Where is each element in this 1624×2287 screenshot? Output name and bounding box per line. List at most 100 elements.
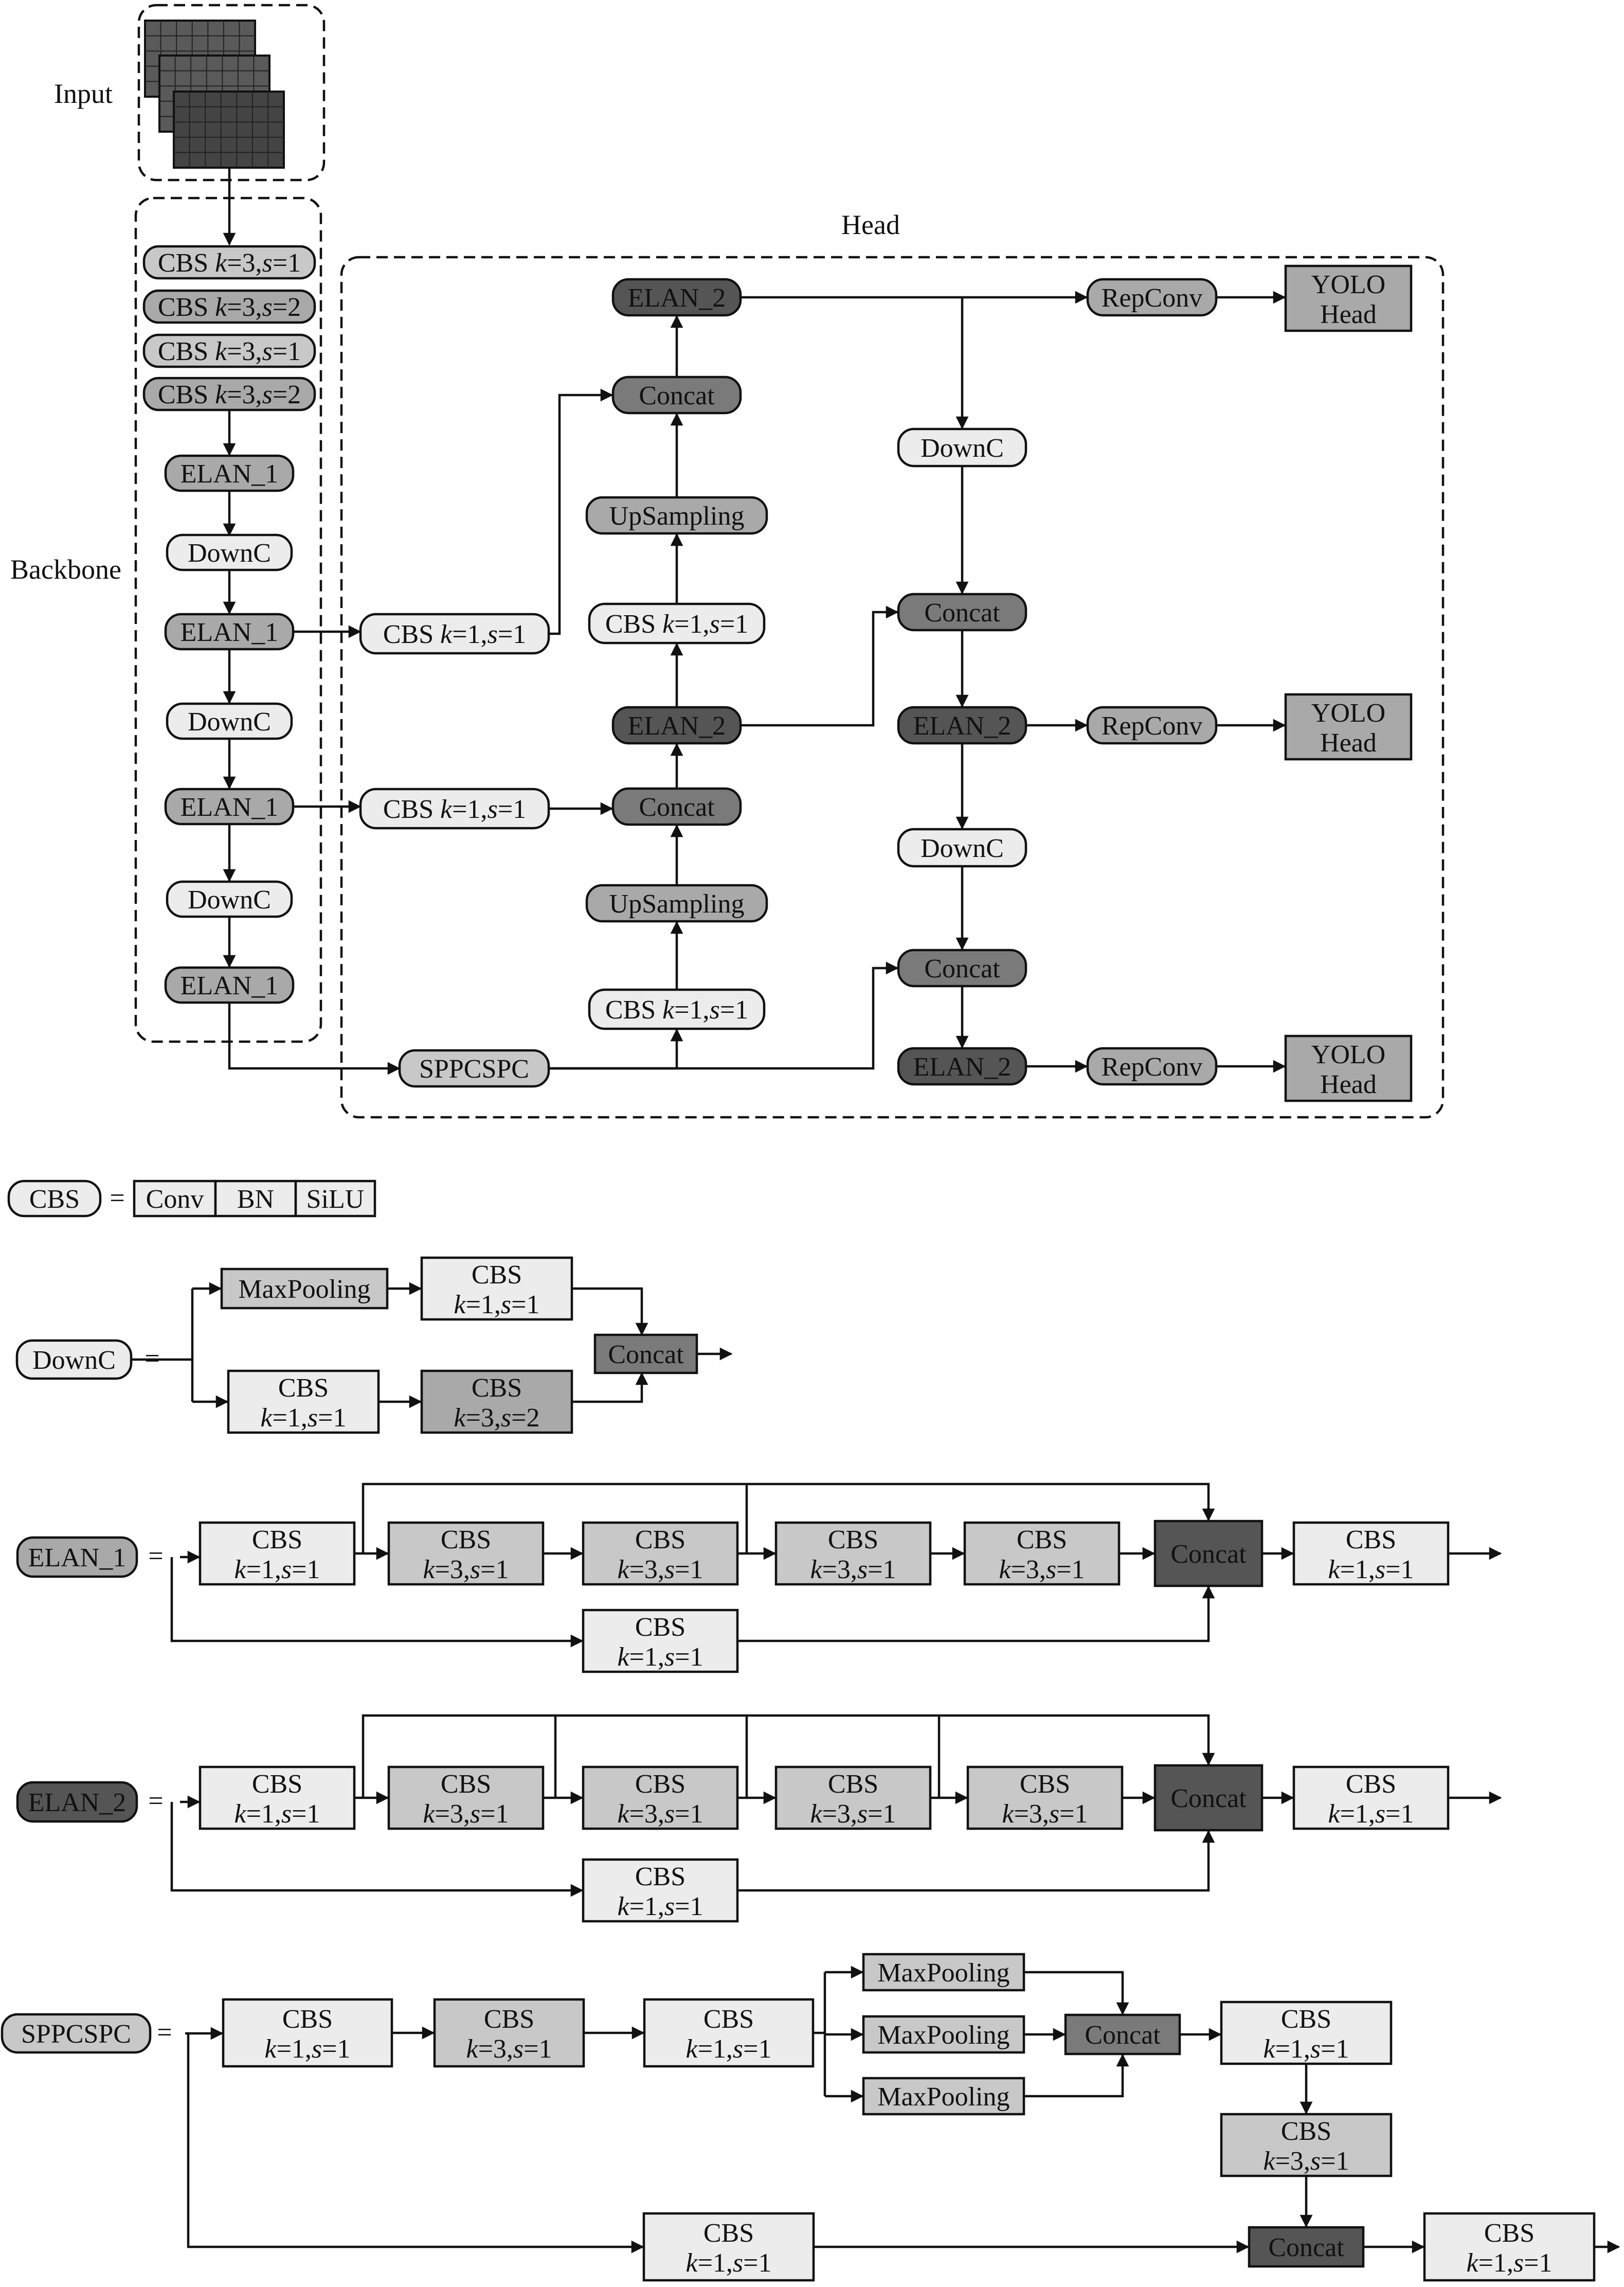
node-label: Concat: [639, 381, 715, 410]
node-label: MaxPooling: [877, 1958, 1009, 1988]
node-label: CBS k=3,s=1: [158, 337, 301, 366]
node-label: ELAN_2: [28, 1788, 127, 1817]
node-label: Concat: [608, 1340, 684, 1369]
node-label: YOLO: [1311, 699, 1385, 728]
node-h-concat2: Concat: [611, 787, 742, 826]
node-label: CBS: [278, 1373, 329, 1403]
node-sp-mp2: MaxPooling: [862, 2015, 1025, 2054]
node-label: Head: [1320, 1070, 1377, 1099]
equals-sign: =: [145, 1344, 159, 1373]
node-label: k=3,s=1: [618, 1799, 703, 1829]
node-label: CBS: [635, 1613, 685, 1642]
node-label: k=1,s=1: [1328, 1799, 1414, 1829]
node-label: k=1,s=1: [618, 1892, 703, 1921]
node-label: k=3,s=1: [1002, 1799, 1088, 1829]
node-label: SiLU: [306, 1185, 365, 1214]
node-label: CBS: [828, 1770, 878, 1799]
node-label: DownC: [921, 834, 1004, 863]
node-h-elan2-top: ELAN_2: [611, 278, 742, 317]
node-label: BN: [237, 1185, 274, 1214]
node-b-downc-c: DownC: [166, 880, 293, 918]
input-feature-map-icon: [144, 20, 285, 169]
node-label: ELAN_1: [28, 1543, 127, 1573]
node-label: k=1,s=1: [1264, 2034, 1349, 2064]
node-label: MaxPooling: [877, 2082, 1009, 2112]
node-label: k=1,s=1: [234, 1555, 320, 1584]
node-label: YOLO: [1311, 1040, 1385, 1069]
node-label: CBS: [441, 1770, 491, 1799]
node-label: ELAN_2: [628, 283, 726, 313]
node-label: CBS: [1484, 2219, 1535, 2248]
node-label: k=3,s=1: [1264, 2147, 1349, 2176]
connector-line: [187, 2033, 644, 2254]
node-h-elan2-mid: ELAN_2: [611, 706, 742, 745]
node-label: DownC: [32, 1346, 116, 1375]
node-label: Head: [1320, 300, 1377, 329]
connector-line: [170, 1802, 584, 1897]
node-label: MaxPooling: [238, 1275, 370, 1304]
node-h-downc-2: DownC: [897, 828, 1027, 868]
node-label: Concat: [639, 793, 715, 822]
node-sp-concat2: Concat: [1248, 2226, 1365, 2268]
node-b-elan1-b: ELAN_1: [164, 613, 295, 651]
node-label: ELAN_1: [181, 971, 279, 1000]
node-b1: CBS k=3,s=1: [142, 245, 316, 280]
node-label: Conv: [146, 1185, 204, 1214]
node-label: DownC: [921, 434, 1004, 463]
node-label: CBS: [1017, 1525, 1067, 1555]
connector-line: [170, 1557, 584, 1648]
node-label: k=3,s=2: [454, 1403, 540, 1433]
connector-line: [1024, 1971, 1129, 2015]
node-sp-mp1: MaxPooling: [862, 1953, 1025, 1992]
node-label: CBS: [1281, 2117, 1331, 2146]
node-label: UpSampling: [609, 889, 745, 919]
node-dc-concat: Concat: [593, 1333, 698, 1374]
connector-line: [549, 388, 613, 635]
node-h-rep2: RepConv: [1086, 706, 1218, 745]
node-h-concat1: Concat: [611, 376, 742, 415]
node-label: CBS: [703, 2005, 754, 2034]
node-label: k=3,s=1: [466, 2034, 552, 2064]
node-label: CBS: [252, 1770, 302, 1799]
node-label: CBS: [441, 1525, 491, 1555]
node-label: CBS: [635, 1525, 685, 1555]
node-label: ELAN_2: [913, 711, 1012, 741]
node-label: SPPCSPC: [21, 2020, 131, 2049]
node-label: CBS: [472, 1373, 522, 1403]
node-h-cbs-lat1: CBS k=1,s=1: [359, 613, 550, 655]
node-label: ELAN_1: [181, 618, 279, 647]
node-h-concat3: Concat: [897, 593, 1027, 632]
node-label: CBS: [484, 2005, 534, 2034]
node-h-concat4: Concat: [897, 949, 1027, 988]
node-label: k=3,s=1: [999, 1555, 1085, 1584]
node-h-cbs-lat2: CBS k=1,s=1: [359, 788, 550, 830]
node-label: Concat: [924, 954, 1000, 984]
node-b4: CBS k=3,s=2: [142, 377, 316, 412]
node-label: CBS: [703, 2219, 754, 2248]
node-sp-label: SPPCSPC: [1, 2013, 152, 2054]
node-e2-label: ELAN_2: [16, 1781, 138, 1823]
node-label: CBS: [635, 1770, 685, 1799]
node-label: k=3,s=1: [618, 1555, 703, 1584]
node-label: Head: [1320, 728, 1377, 758]
node-h-up1: UpSampling: [585, 496, 768, 535]
connector-line: [228, 1003, 401, 1075]
node-label: SPPCSPC: [419, 1055, 529, 1084]
node-b2: CBS k=3,s=2: [142, 289, 316, 324]
connector-line: [572, 1287, 648, 1336]
connector-line: [737, 1830, 1215, 1892]
node-b-elan1-a: ELAN_1: [164, 454, 295, 492]
node-e2-concat: Concat: [1153, 1764, 1264, 1832]
node-label: RepConv: [1102, 283, 1202, 313]
node-b-downc-b: DownC: [166, 702, 293, 740]
node-label: Concat: [1170, 1540, 1247, 1569]
